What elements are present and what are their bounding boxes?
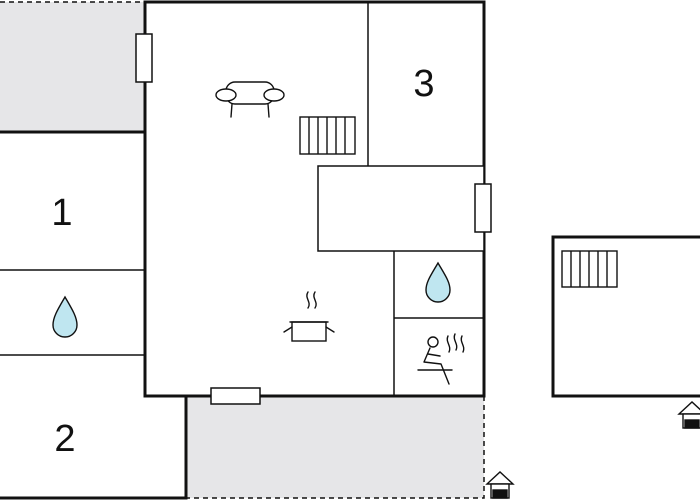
entrance-icon	[677, 401, 700, 429]
sauna-icon	[417, 333, 465, 385]
left-wing-walls	[0, 130, 188, 500]
hallway-box	[317, 165, 485, 252]
cooking-pot-icon	[283, 291, 335, 342]
bedroom-2-label: 2	[54, 418, 75, 460]
terrace-top-left-fill	[0, 2, 144, 132]
terrace-bottom	[186, 396, 485, 499]
window-icon	[135, 33, 153, 83]
water-drop-icon	[425, 261, 451, 303]
bedroom-1-label: 1	[51, 192, 72, 234]
terrace-bottom-fill	[186, 396, 484, 498]
window-icon	[210, 387, 261, 405]
windows	[135, 33, 492, 405]
water-drop-icon	[52, 295, 78, 338]
radiator-icon	[561, 250, 618, 288]
outbuilding	[551, 235, 700, 398]
outbuilding-walls	[551, 235, 700, 398]
radiator-icon	[299, 116, 356, 155]
terrace-bottom-dashed-edge	[186, 396, 485, 499]
bedroom-3-label: 3	[413, 63, 434, 105]
sofa-icon	[215, 81, 285, 118]
window-icon	[474, 183, 492, 233]
entrance-icon	[485, 471, 515, 499]
terrace-top-left	[0, 1, 146, 134]
